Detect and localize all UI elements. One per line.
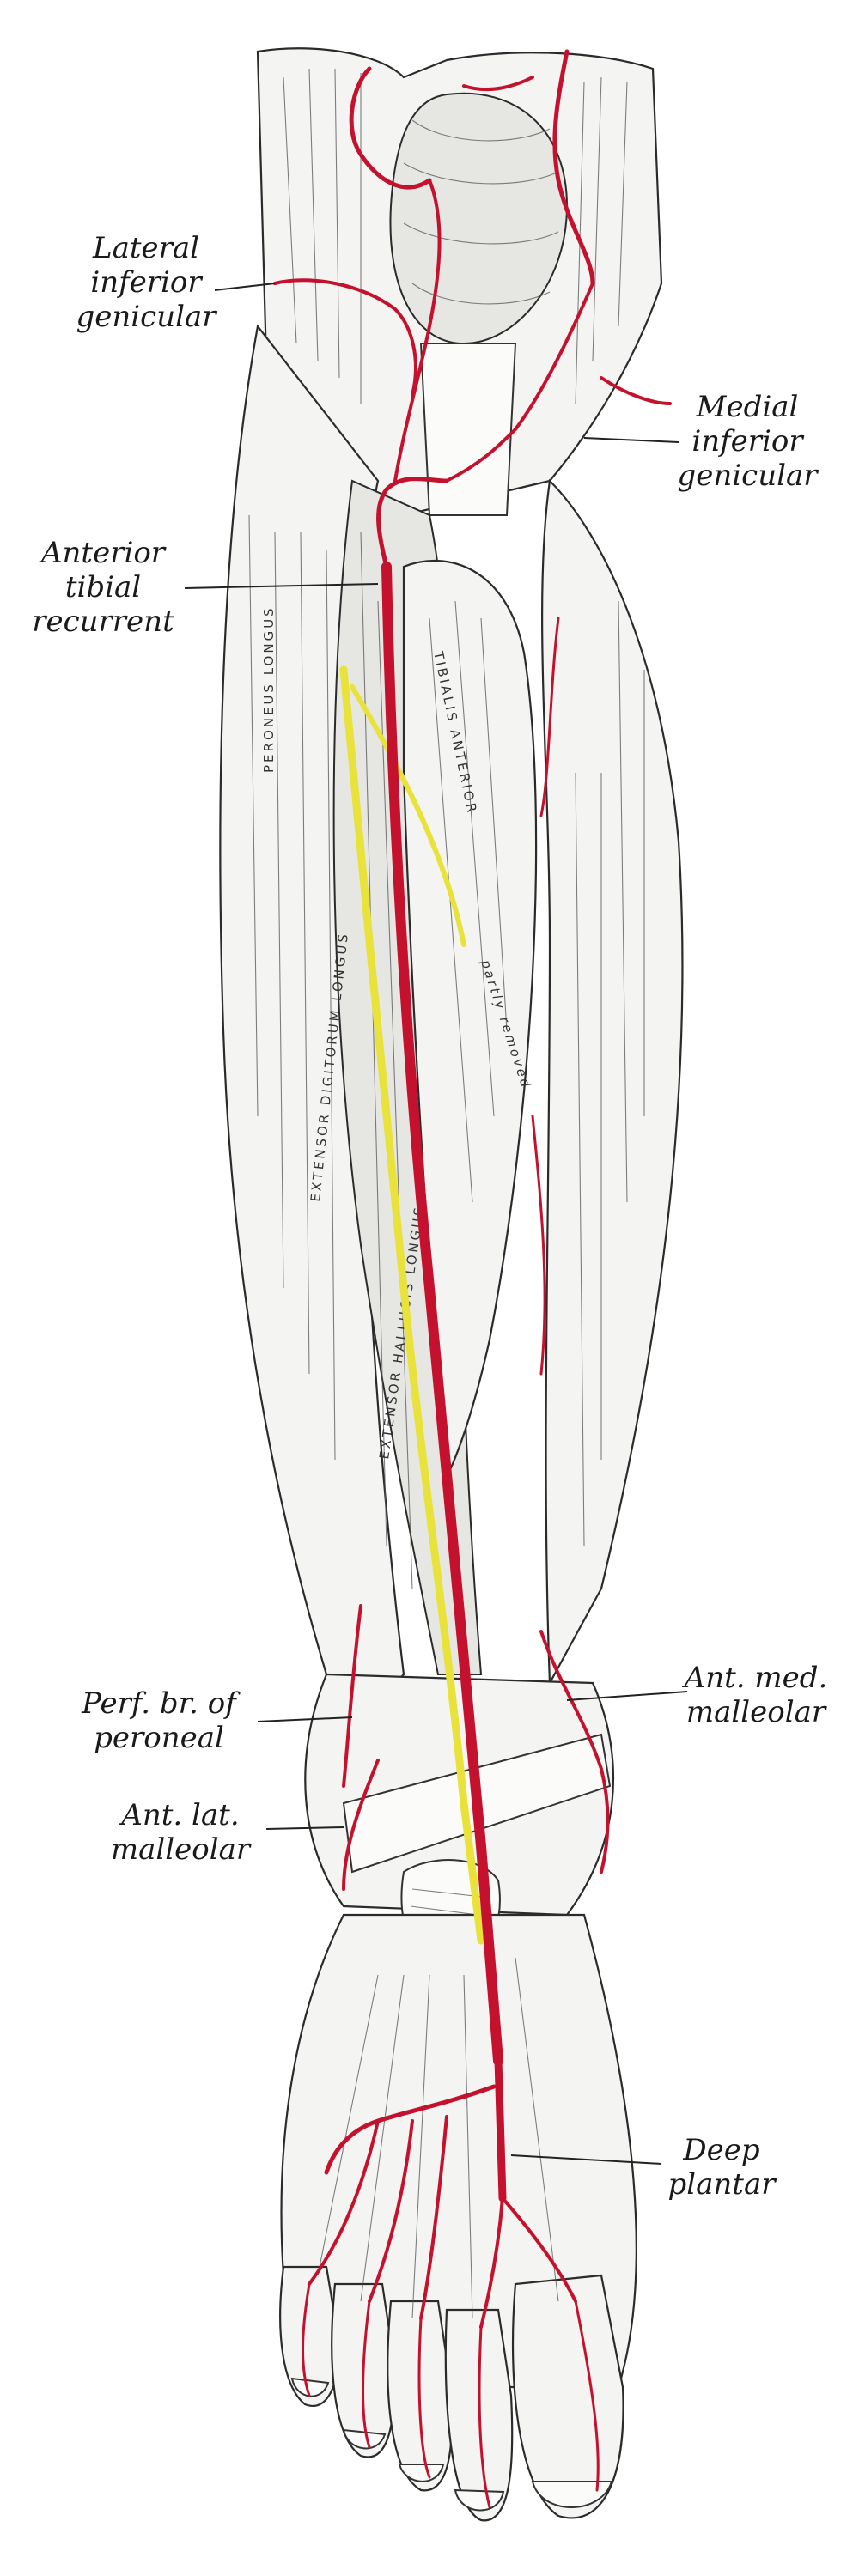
label-medial-inferior-genicular: Medial inferior genicular [583,390,819,493]
foot-region [279,1913,637,2522]
tibialis-anterior [402,560,538,1480]
label-line: peroneal [94,1721,224,1755]
label-line: tibial [65,570,141,605]
label-line: malleolar [686,1695,827,1729]
knee-region [256,47,663,517]
label-line: inferior [90,265,203,300]
label-lateral-inferior-genicular: Lateral inferior genicular [76,231,276,334]
anterior-tibial-artery [381,562,503,2066]
label-perf-br-of-peroneal: Perf. br. of peroneal [81,1686,353,1755]
label-anterior-tibial-recurrent: Anterior tibial recurrent [32,536,379,639]
label-ant-lat-malleolar: Ant. lat. malleolar [111,1798,344,1867]
label-line: Deep [682,2133,759,2167]
leg-region: TIBIALIS ANTERIOR partly removed PERONEU… [219,324,684,1719]
arterial-tree [273,49,672,2509]
label-deep-plantar: Deep plantar [510,2133,777,2202]
toe-1-hallux [511,2274,624,2519]
label-line: Perf. br. of [81,1686,241,1721]
label-line: Medial [696,390,799,424]
label-line: Ant. lat. [119,1798,239,1832]
peroneus-longus-label: PERONEUS LONGUS [261,605,277,773]
label-line: malleolar [111,1832,252,1867]
deep-peroneal-nerve [339,665,485,1945]
dorsalis-pedis-artery [494,2057,507,2202]
label-line: recurrent [32,605,174,639]
label-line: Ant. med. [682,1661,828,1695]
label-ant-med-malleolar: Ant. med. malleolar [566,1661,828,1729]
medial-leg-muscles [541,478,684,1687]
patellar-ligament [419,343,517,516]
label-line: Anterior [39,536,167,570]
label-line: plantar [668,2167,777,2202]
label-line: genicular [76,300,218,334]
label-line: genicular [678,459,819,493]
label-line: inferior [691,424,804,459]
label-line: Lateral [92,231,199,265]
